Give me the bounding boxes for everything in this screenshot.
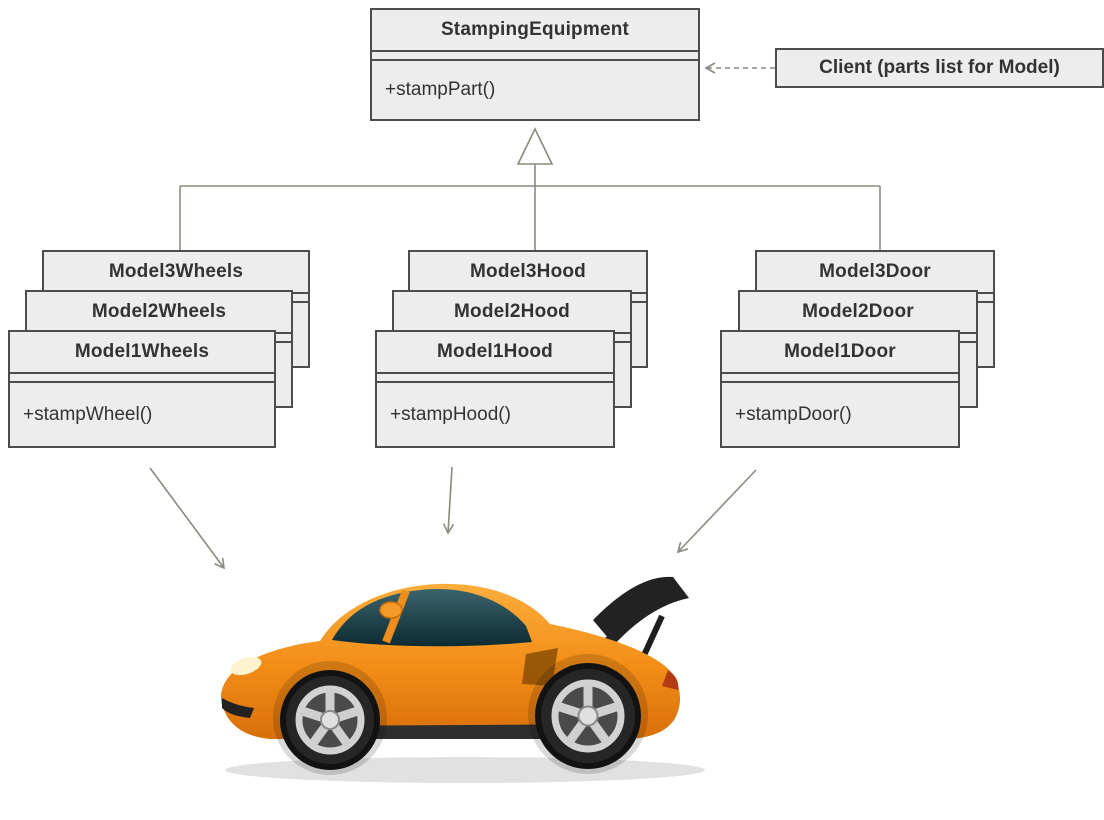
arrow-hood-to-car bbox=[442, 466, 455, 535]
class-title: Model2Hood bbox=[454, 301, 570, 322]
car-front-wheel bbox=[280, 670, 380, 770]
car-headlight bbox=[230, 656, 262, 676]
class-title: Model2Wheels bbox=[91, 301, 227, 322]
car-rear-wheel bbox=[535, 663, 641, 769]
car-intake bbox=[522, 648, 558, 686]
class-method: +stampHood() bbox=[390, 403, 511, 425]
class-title: Model3Wheels bbox=[108, 261, 244, 282]
class-method: +stampDoor() bbox=[735, 403, 852, 425]
class-title: Model3Door bbox=[819, 261, 931, 282]
arrow-door-to-car bbox=[676, 469, 757, 554]
car-glass bbox=[332, 588, 532, 647]
class-title: Model1Door bbox=[784, 341, 896, 362]
class-attributes-compartment bbox=[372, 50, 698, 61]
class-model1hood: Model1Hood +stampHood() bbox=[375, 330, 615, 448]
class-method: +stampPart() bbox=[385, 79, 496, 100]
class-method: +stampWheel() bbox=[23, 403, 153, 425]
class-attributes-compartment bbox=[377, 372, 613, 383]
inheritance-triangle-icon bbox=[516, 127, 554, 165]
arrow-wheels-to-car bbox=[149, 467, 225, 570]
class-title: Model3Hood bbox=[470, 261, 586, 282]
class-attributes-compartment bbox=[722, 372, 958, 383]
class-attributes-compartment bbox=[10, 372, 274, 383]
inheritance-connector bbox=[179, 127, 881, 252]
car-illustration bbox=[220, 576, 705, 783]
class-model1wheels: Model1Wheels +stampWheel() bbox=[8, 330, 276, 448]
class-title: Model1Hood bbox=[437, 341, 553, 362]
class-model1door: Model1Door +stampDoor() bbox=[720, 330, 960, 448]
client-note: Client (parts list for Model) bbox=[775, 48, 1104, 88]
car-mirror bbox=[379, 601, 403, 619]
car-taillight bbox=[662, 670, 679, 690]
car-grille bbox=[222, 698, 254, 718]
class-stamping-equipment: StampingEquipment +stampPart() bbox=[370, 8, 700, 121]
class-title: Model2Door bbox=[802, 301, 914, 322]
class-title: StampingEquipment bbox=[440, 19, 630, 40]
class-title: Model1Wheels bbox=[74, 341, 210, 362]
